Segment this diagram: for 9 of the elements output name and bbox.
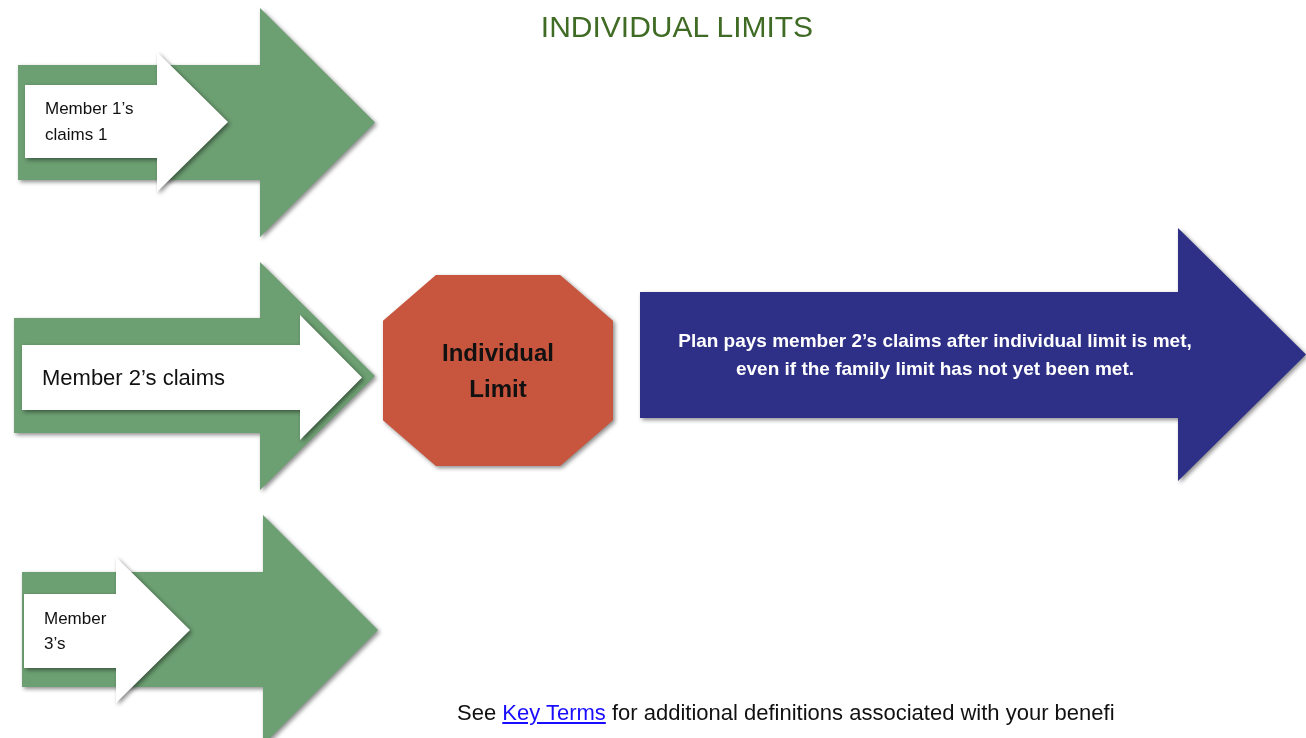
title: INDIVIDUAL LIMITS: [539, 10, 815, 44]
limit-label: Individual Limit: [441, 337, 555, 404]
member-label: Member 1’s claims 1: [45, 98, 135, 146]
note-text: See: [457, 700, 497, 725]
member-label: Member 3’s: [44, 607, 108, 655]
arrow-text: Plan pays member 2’s claims after individual limit is met, even if the family limit has not yet been met.: [677, 328, 1193, 381]
member-label: Member 2’s claims: [42, 364, 225, 392]
key-terms-link: Key Terms: [502, 700, 606, 725]
note-text: for additional definitions associated with your benefi: [611, 700, 1115, 725]
